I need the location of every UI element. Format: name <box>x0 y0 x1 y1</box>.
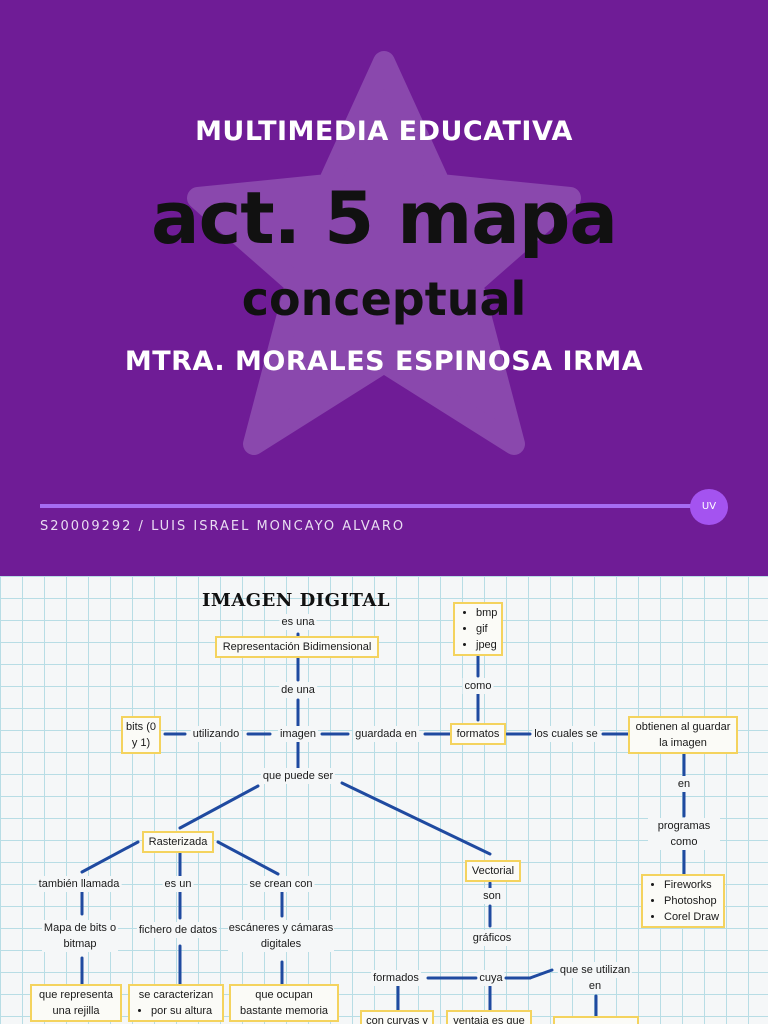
link-formados: formados <box>371 970 421 986</box>
link-cuya: cuya <box>477 970 505 986</box>
link-es-un: es un <box>162 876 194 892</box>
program-item: Photoshop <box>664 893 720 909</box>
link-en-2: en <box>586 978 604 994</box>
caracterizan-item: por su altura <box>151 1003 219 1019</box>
link-tambien-llamada: también llamada <box>36 876 122 892</box>
node-imagen: imagen <box>277 726 319 742</box>
node-bits: bits (0 y 1) <box>121 716 161 754</box>
teacher-name: MTRA. MORALES ESPINOSA IRMA <box>124 346 644 377</box>
progress-line <box>40 504 700 508</box>
format-item: bmp <box>476 605 498 621</box>
node-formats-list: bmp gif jpeg <box>453 602 503 656</box>
page-subtitle: conceptual <box>241 272 527 326</box>
node-vectorial: Vectorial <box>465 860 521 882</box>
node-escaneres: escáneres y cámaras digitales <box>228 920 334 952</box>
node-rasterizada: Rasterizada <box>142 831 214 853</box>
node-obtienen: obtienen al guardar la imagen <box>628 716 738 754</box>
node-representacion: Representación Bidimensional <box>215 636 379 658</box>
link-son: son <box>481 888 503 904</box>
subject-title: MULTIMEDIA EDUCATIVA <box>195 116 573 147</box>
cover-header: MULTIMEDIA EDUCATIVA act. 5 mapa concept… <box>0 0 768 576</box>
concept-map: IMAGEN DIGITAL es una Representación Bid… <box>0 576 768 1024</box>
node-programs-list: Fireworks Photoshop Corel Draw <box>641 874 725 928</box>
map-title: IMAGEN DIGITAL <box>202 590 390 611</box>
link-es-una: es una <box>279 614 317 630</box>
caracterizan-label: se caracterizan <box>138 989 214 1001</box>
star-icon <box>187 51 581 455</box>
node-graficos: gráficos <box>470 930 514 946</box>
node-formatos: formatos <box>450 723 506 745</box>
link-que-puede-ser: que puede ser <box>260 768 336 784</box>
connector-lines <box>80 632 686 1022</box>
link-guardada-en: guardada en <box>353 726 419 742</box>
node-ventaja: ventaja es que <box>446 1010 532 1024</box>
link-en: en <box>675 776 693 792</box>
link-de-una: de una <box>279 682 317 698</box>
link-utilizando: utilizando <box>190 726 242 742</box>
link-como: como <box>462 678 494 694</box>
node-curvas: con curvas y <box>360 1010 434 1024</box>
program-item: Fireworks <box>664 877 720 893</box>
node-applications <box>553 1016 639 1024</box>
format-item: jpeg <box>476 637 498 653</box>
link-se-crean-con: se crean con <box>247 876 315 892</box>
node-caracterizan: se caracterizan por su altura <box>128 984 224 1022</box>
uv-badge: UV <box>690 489 728 525</box>
node-rejilla: que representa una rejilla <box>30 984 122 1022</box>
node-ocupan: que ocupan bastante memoria <box>229 984 339 1022</box>
link-los-cuales-se: los cuales se <box>532 726 600 742</box>
page-title: act. 5 mapa <box>151 176 618 260</box>
node-programas-como: programas como <box>648 818 720 850</box>
student-info: S20009292 / LUIS ISRAEL MONCAYO ALVARO <box>40 519 406 534</box>
node-fichero-de-datos: fichero de datos <box>136 922 220 938</box>
node-mapa-de-bits: Mapa de bits o bitmap <box>42 920 118 952</box>
format-item: gif <box>476 621 498 637</box>
program-item: Corel Draw <box>664 909 720 925</box>
link-que-se-utilizan: que se utilizan <box>557 962 633 978</box>
